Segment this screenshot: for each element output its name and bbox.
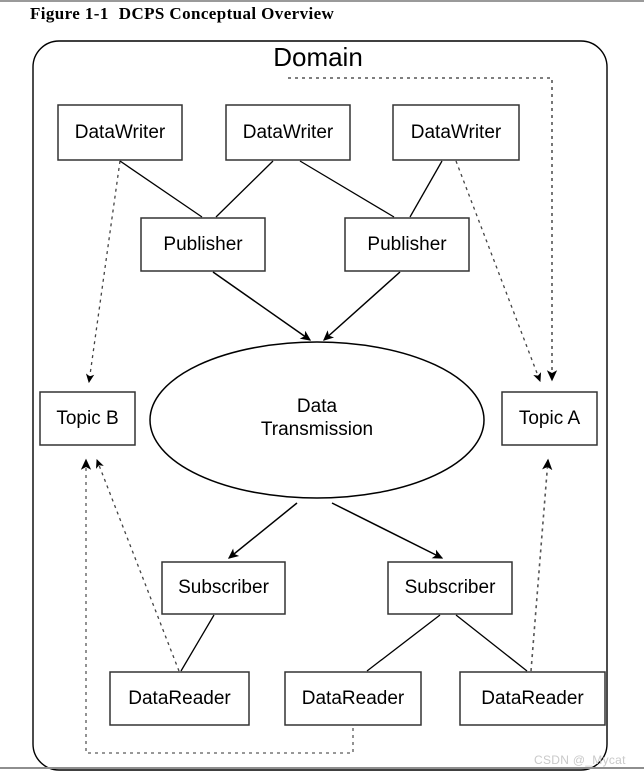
figure-caption: Figure 1-1 DCPS Conceptual Overview <box>30 4 334 24</box>
edge-datawriter1-to-topic-b <box>85 160 121 384</box>
node-subscriber-1 <box>161 561 286 615</box>
node-topic-a <box>501 391 598 446</box>
node-label-data-transmission: Data Transmission <box>260 396 374 441</box>
edge-datawriter1-to-publisher1 <box>119 160 203 218</box>
watermark: CSDN @_Mycat <box>534 753 626 767</box>
node-data-transmission <box>149 341 485 499</box>
edge-subscriber1-to-datareader1 <box>180 614 215 672</box>
edge-bus-to-subscriber2 <box>331 502 444 559</box>
edge-datawriter2-to-publisher1 <box>215 160 274 218</box>
edge-subscriber2-to-datareader2 <box>366 614 441 672</box>
domain-label: Domain <box>273 42 363 72</box>
node-topic-b <box>39 391 136 446</box>
edge-datareader3-to-topic-a <box>530 458 553 672</box>
edge-datawriter3-to-topic-a <box>455 160 542 383</box>
node-subscriber-2 <box>387 561 513 615</box>
node-publisher-1 <box>140 217 266 272</box>
page-top-rule <box>0 0 644 2</box>
node-datareader-3 <box>459 671 606 726</box>
figure-title: DCPS Conceptual Overview <box>118 4 335 23</box>
node-datareader-2 <box>284 671 422 726</box>
node-datawriter-3 <box>392 104 520 161</box>
page-bottom-rule <box>0 767 644 769</box>
node-datawriter-2 <box>225 104 351 161</box>
node-datareader-1 <box>109 671 250 726</box>
node-publisher-2 <box>344 217 470 272</box>
edge-subscriber2-to-datareader3 <box>455 614 528 672</box>
edge-datawriter3-to-publisher2 <box>409 160 443 218</box>
edge-datareader1-to-topic-b <box>95 458 180 672</box>
edge-bus-to-subscriber1 <box>227 502 298 559</box>
edge-publisher1-to-bus <box>212 271 312 341</box>
domain-container <box>32 40 608 771</box>
edge-datawriter2-to-publisher2 <box>299 160 395 218</box>
node-datawriter-1 <box>57 104 183 161</box>
edge-publisher2-to-bus <box>323 271 401 341</box>
figure-number: Figure 1-1 <box>30 4 109 23</box>
